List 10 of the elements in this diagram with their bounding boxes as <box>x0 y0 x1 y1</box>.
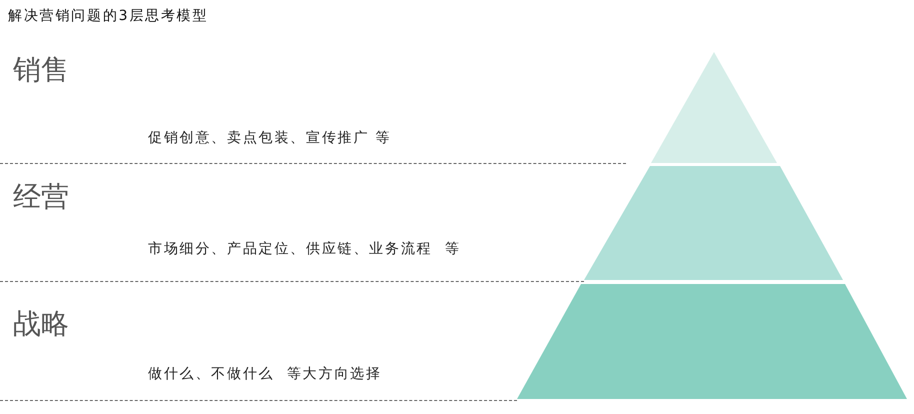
section-heading: 战略 <box>13 308 69 340</box>
pyramid-top-tier <box>651 52 777 163</box>
section-description: 做什么、不做什么 等大方向选择 <box>148 366 382 382</box>
section-description: 市场细分、产品定位、供应链、业务流程 等 <box>148 241 461 257</box>
pyramid-middle-tier <box>584 166 843 280</box>
pyramid-base-tier <box>517 284 907 399</box>
diagram-title: 解决营销问题的3层思考模型 <box>8 8 208 24</box>
section-description: 促销创意、卖点包装、宣传推广 等 <box>148 130 392 146</box>
section-heading: 销售 <box>13 54 69 86</box>
section-heading: 经营 <box>13 181 69 213</box>
